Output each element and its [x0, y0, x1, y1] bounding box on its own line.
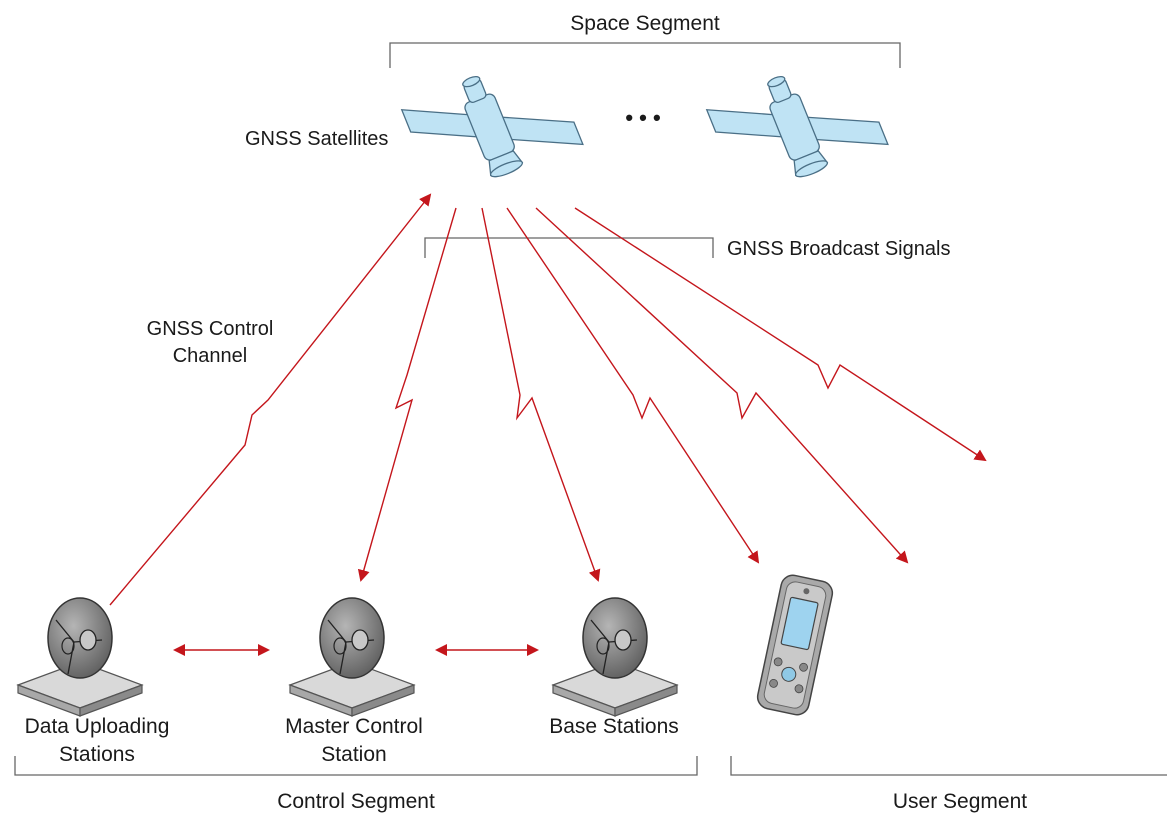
master-control-label-line2: Station	[321, 743, 386, 766]
control-channel-label-line2: Channel	[173, 345, 248, 367]
broadcast-signal-to-master	[357, 207, 457, 582]
broadcast-signals-bracket	[424, 237, 714, 258]
master-control-label-line1: Master Control	[285, 715, 423, 738]
space-segment-label: Space Segment	[570, 12, 720, 35]
user-segment-label: User Segment	[893, 790, 1027, 813]
control-channel-label-line1: GNSS Control	[147, 318, 274, 340]
control-channel-uplink	[109, 193, 432, 606]
control-segment-bracket	[14, 756, 698, 776]
control-segment-label: Control Segment	[277, 790, 435, 813]
user-segment-bracket	[730, 756, 1167, 776]
broadcast-signal-to-base	[481, 207, 601, 582]
satellite-icon	[705, 75, 889, 178]
gnss-satellites-label: GNSS Satellites	[245, 128, 388, 150]
data-uploading-label-line2: Stations	[59, 743, 135, 766]
satellite-dish-icon	[288, 597, 416, 717]
more-satellites-ellipsis: • • •	[625, 105, 660, 130]
satellite-dish-icon	[16, 597, 144, 717]
handheld-receiver-icon	[756, 574, 834, 716]
broadcast-signal-to-user-1	[535, 207, 909, 564]
satellite-dish-icon	[551, 597, 679, 717]
broadcast-signal-to-user-2	[574, 207, 987, 462]
broadcast-signals-label: GNSS Broadcast Signals	[727, 238, 950, 260]
data-uploading-label-line1: Data Uploading	[25, 715, 170, 738]
base-stations-label: Base Stations	[549, 715, 679, 738]
broadcast-signal-to-handheld	[506, 207, 760, 564]
satellite-icon	[400, 75, 584, 178]
space-segment-bracket	[389, 42, 901, 68]
